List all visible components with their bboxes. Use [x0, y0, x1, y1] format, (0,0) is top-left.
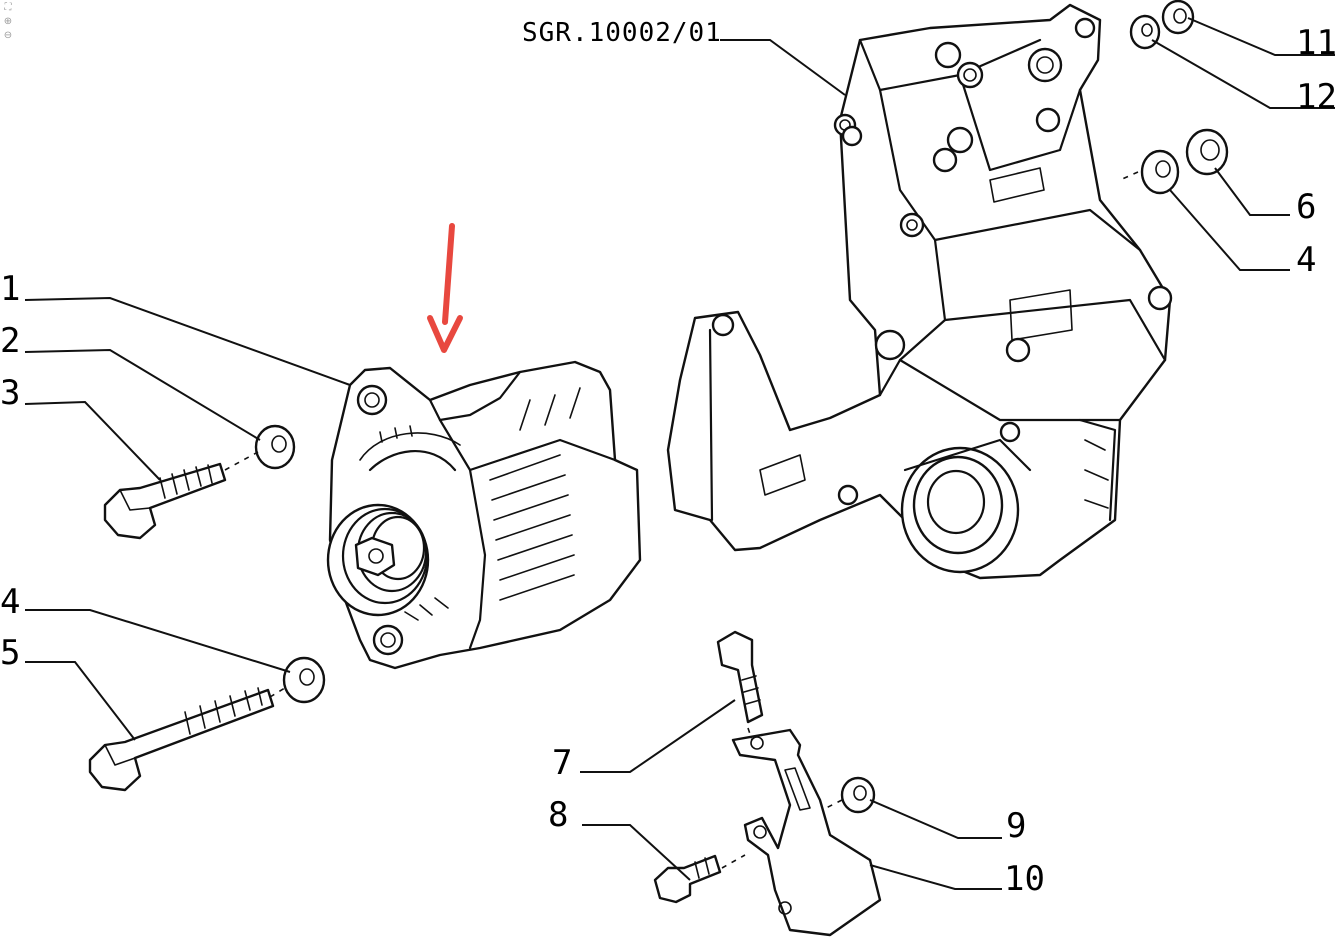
nut-top: [1161, 0, 1195, 35]
callout-8: 8: [548, 795, 568, 835]
washer-right: [1140, 149, 1180, 195]
callout-1: 1: [0, 269, 20, 309]
callout-10: 10: [1004, 859, 1045, 899]
callout-5: 5: [0, 633, 20, 673]
viewer-toolbar: ⛶ ⊕ ⊖: [2, 2, 16, 44]
callout-6: 6: [1296, 187, 1316, 227]
leader-lines: [24, 17, 1335, 890]
washer-upper: [254, 424, 296, 470]
callout-3: 3: [0, 373, 20, 413]
callout-7: 7: [552, 743, 572, 783]
callout-2: 2: [0, 321, 20, 361]
callout-4-left: 4: [0, 582, 20, 622]
alternator: [326, 360, 642, 670]
zoom-out-icon[interactable]: ⊖: [3, 30, 13, 41]
bolt-vertical: [716, 630, 764, 724]
callout-4-right: 4: [1296, 240, 1316, 280]
washer-lower: [282, 656, 326, 704]
support-bracket: [731, 728, 882, 937]
bolt-long: [88, 687, 275, 792]
nut-right: [1185, 128, 1229, 176]
washer-top: [1129, 14, 1161, 50]
callout-12: 12: [1296, 77, 1336, 117]
callout-11: 11: [1296, 23, 1336, 63]
bolt-short: [103, 462, 227, 540]
highlight-arrow-icon: [427, 223, 463, 353]
zoom-in-icon[interactable]: ⊕: [3, 16, 13, 27]
mounting-bracket: [666, 3, 1173, 580]
callout-9: 9: [1006, 806, 1026, 846]
fit-screen-icon[interactable]: ⛶: [4, 2, 12, 13]
nut-small: [840, 776, 876, 814]
diagram-reference: SGR.10002/01: [522, 18, 722, 48]
